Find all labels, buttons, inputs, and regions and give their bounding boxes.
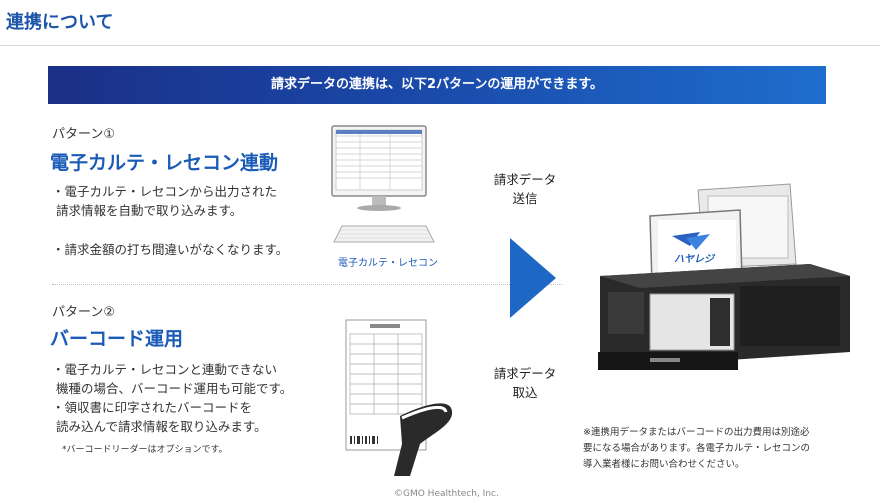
pattern2-label: パターン②: [52, 305, 116, 320]
copyright: ©GMO Healthtech, Inc.: [394, 489, 499, 499]
emr-computer-image: [330, 122, 450, 252]
send-label-line1: 請求データ: [493, 172, 557, 187]
pattern1-bullet2: ・請求金額の打ち間違いがなくなります。: [52, 242, 289, 257]
pattern1-title: 電子カルテ・レセコン連動: [50, 152, 279, 174]
page-title: 連携について: [6, 12, 114, 33]
send-label: 請求データ 送信: [480, 170, 570, 208]
pattern2-title: バーコード運用: [50, 328, 184, 350]
send-label-line2: 送信: [512, 191, 538, 206]
emr-caption: 電子カルテ・レセコン: [338, 258, 438, 269]
banner: 請求データの連携は、以下2パターンの運用ができます。: [48, 66, 826, 104]
pattern1-bullet1: ・電子カルテ・レセコンから出力された 請求情報を自動で取り込みます。: [52, 184, 278, 218]
pattern2-bullet2: ・領収書に印字されたバーコードを 読み込んで請求情報を取り込みます。: [52, 400, 267, 434]
pattern-divider: [52, 284, 562, 285]
barcode-reader-note: *バーコードリーダーはオプションです。: [62, 445, 228, 455]
pattern2-bullet1: ・電子カルテ・レセコンと連動できない 機種の場合、バーコード運用も可能です。: [52, 362, 293, 396]
divider: [0, 45, 880, 46]
banner-text: 請求データの連携は、以下2パターンの運用ができます。: [270, 77, 604, 92]
import-label-line2: 取込: [512, 385, 538, 400]
import-label-line1: 請求データ: [493, 366, 557, 381]
cost-footnote: ※連携用データまたはバーコードの出力費用は別途必 要になる場合があります。各電子…: [583, 427, 811, 470]
receipt-scanner-image: [340, 316, 460, 481]
register-machine-image: ハヤレジ: [590, 176, 860, 376]
register-logo-text: ハヤレジ: [674, 253, 716, 265]
import-label: 請求データ 取込: [480, 364, 570, 402]
pattern1-label: パターン①: [52, 127, 116, 142]
flow-arrow-icon: [510, 238, 556, 318]
